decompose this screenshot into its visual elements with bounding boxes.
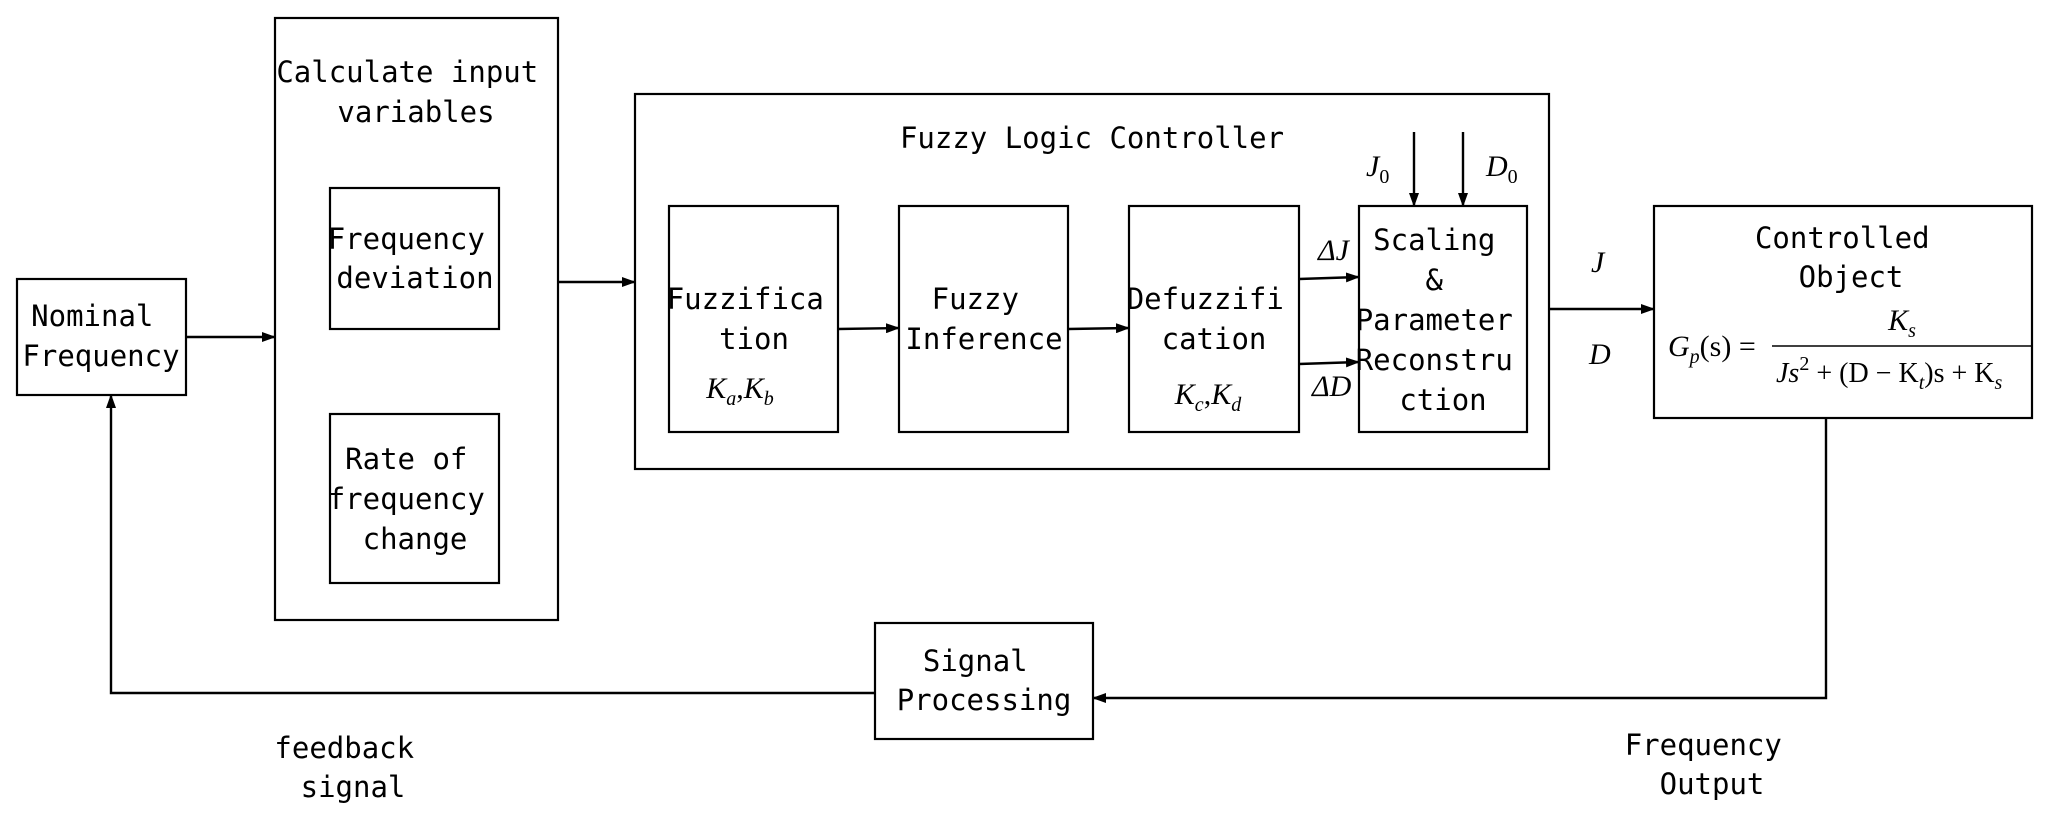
- feedback-signal-label: feedback signal: [274, 731, 431, 804]
- frequency-deviation-box: [328, 186, 501, 331]
- j0-input-label: J0: [1366, 150, 1389, 188]
- defuzzification-box: [1127, 204, 1301, 434]
- nominal-frequency-box: [15, 277, 188, 397]
- frequency-deviation-label: Frequency deviation: [328, 222, 503, 295]
- delta-d-label: ΔD: [1311, 370, 1352, 403]
- fuzzy-inference-box: [897, 204, 1070, 434]
- nominal-frequency-label: Nominal Frequency: [22, 299, 179, 373]
- signal-processing-label: Signal Processing: [897, 644, 1072, 717]
- rate-of-frequency-change-box: [328, 412, 501, 585]
- calculate-input-variables-label: Calculate input variables: [276, 55, 555, 129]
- transfer-function-denominator: Js2 + (D − Kt)s + Ks: [1776, 353, 2002, 394]
- controlled-object-label: Controlled Object: [1755, 221, 1947, 294]
- controlled-object-box: [1652, 204, 2034, 420]
- d0-input-label: D0: [1485, 150, 1518, 188]
- arrow-inference-to-defuzzification: [1067, 323, 1130, 334]
- j-output-label: J: [1591, 246, 1606, 279]
- fuzzy-logic-controller-title: Fuzzy Logic Controller: [900, 121, 1284, 155]
- d-output-label: D: [1588, 338, 1611, 371]
- fuzzification-gains: Ka,Kb: [705, 372, 774, 410]
- frequency-output-label: Frequency Output: [1625, 728, 1800, 801]
- defuzzification-label: Defuzzifi cation: [1127, 282, 1302, 356]
- arrow-delta-d: [1298, 357, 1360, 368]
- fuzzy-inference-label: Fuzzy Inference: [905, 282, 1062, 356]
- transfer-function-numerator: Ks: [1887, 304, 1916, 342]
- arrow-delta-j: [1298, 272, 1360, 283]
- delta-j-label: ΔJ: [1317, 234, 1351, 267]
- transfer-function: Gp(s) = Ks Js2 + (D − Kt)s + Ks: [1668, 304, 2032, 394]
- arrow-fuzzification-to-inference: [837, 323, 900, 334]
- defuzzification-gains: Kc,Kd: [1174, 378, 1242, 416]
- scaling-parameter-reconstruction-label: Scaling & Parameter Reconstru ction: [1356, 223, 1531, 417]
- rate-of-frequency-change-label: Rate of frequency change: [328, 442, 503, 556]
- transfer-function-lhs: Gp(s) =: [1668, 330, 1756, 368]
- signal-processing-box: [873, 621, 1095, 741]
- arrow-feedback-to-nominal: [106, 394, 875, 695]
- fuzzification-label: Fuzzifica tion: [667, 282, 842, 356]
- arrow-output-to-signal-processing: [1092, 418, 1828, 703]
- fuzzification-box: [667, 204, 840, 434]
- scaling-parameter-reconstruction-box: [1357, 204, 1529, 434]
